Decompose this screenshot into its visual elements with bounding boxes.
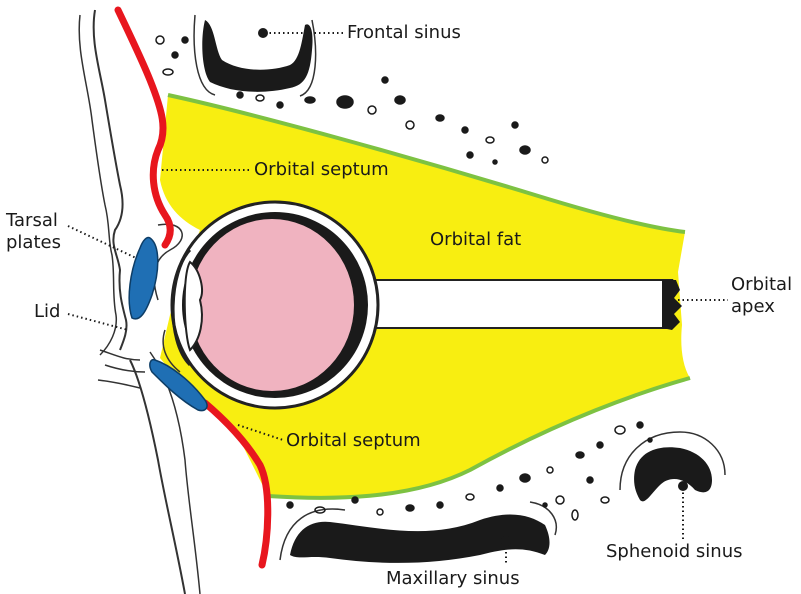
upper-lid-outline: [94, 10, 127, 350]
leader-tarsal-plates: [68, 226, 136, 258]
leader-lid: [68, 314, 128, 330]
vitreous: [190, 219, 354, 391]
label-tarsal-plates-line1: Tarsal: [6, 210, 61, 232]
label-tarsal-plates-line2: plates: [6, 232, 61, 254]
maxillary-sinus-dot: [501, 536, 511, 546]
optic-nerve: [330, 280, 674, 328]
sphenoid-sinus-dot: [678, 481, 688, 491]
label-orbital-apex-line1: Orbital: [731, 274, 792, 296]
upper-tarsal-plate: [129, 237, 158, 318]
label-lid: Lid: [34, 301, 60, 323]
label-orbital-apex-line2: apex: [731, 296, 792, 318]
label-sphenoid-sinus: Sphenoid sinus: [606, 541, 742, 563]
label-frontal-sinus: Frontal sinus: [347, 22, 461, 44]
label-orbital-septum-upper: Orbital septum: [254, 159, 389, 181]
frontal-sinus-dot: [258, 28, 268, 38]
label-tarsal-plates: Tarsal plates: [6, 210, 61, 254]
orbital-apex-mark: [662, 280, 682, 330]
maxillary-sinus: [290, 515, 550, 563]
sphenoid-sinus: [634, 447, 712, 501]
frontal-sinus: [202, 20, 312, 92]
label-orbital-septum-lower: Orbital septum: [286, 430, 421, 452]
label-orbital-fat: Orbital fat: [430, 229, 521, 251]
label-maxillary-sinus: Maxillary sinus: [386, 568, 520, 590]
orbital-septum-upper: [118, 10, 170, 245]
label-orbital-apex: Orbital apex: [731, 274, 792, 318]
